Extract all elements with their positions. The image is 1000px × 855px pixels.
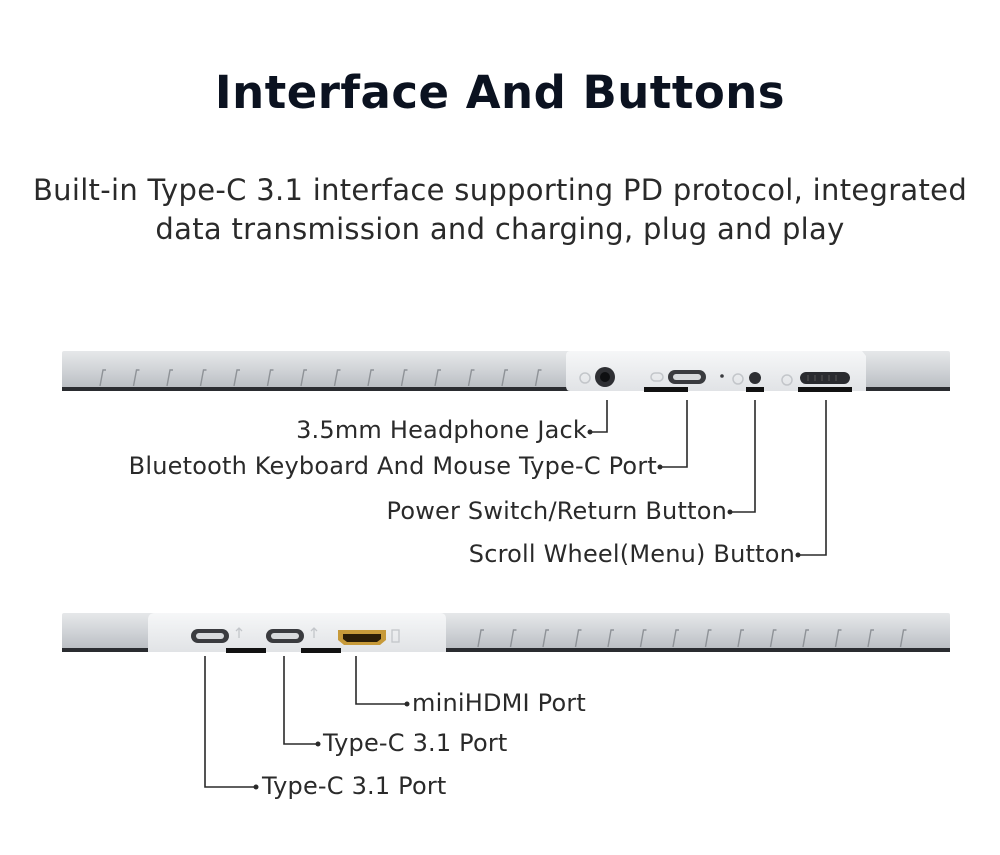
vent-slot [266,369,274,387]
page-title: Interface And Buttons [214,66,786,119]
label-minihdmi-port: miniHDMI Port [412,689,587,717]
vent-slot [467,369,475,387]
vent-slot [132,369,140,387]
indicator-dot [720,374,724,378]
vent-slot [534,369,542,387]
leader-bt-port [660,400,688,468]
label-type-c-port-2: Type-C 3.1 Port [323,729,508,757]
vent-slot [333,369,341,387]
vent-slot [233,369,240,387]
top-device-edge [62,351,950,392]
bt-type-c-port [650,370,706,384]
top-leader-dots [587,429,801,558]
vent-slot [769,629,777,648]
bottom-leader-dots [253,701,410,790]
vent-slot [607,629,614,648]
vent-slot [166,369,173,387]
bottom-leader-lines [204,656,407,788]
vent-slot [99,369,106,387]
top-port-panel [566,351,866,391]
vent-slot [737,629,744,648]
vent-slot [802,629,809,648]
scroll-wheel [781,372,850,386]
vent-slot [434,369,441,387]
vent-slot [367,369,374,387]
top-leader-lines [590,400,827,556]
subtitle-line-1: Built-in Type-C 3.1 interface supporting… [32,173,968,207]
bottom-vent-slots [477,629,907,648]
label-bt-type-c-port: Bluetooth Keyboard And Mouse Type-C Port [128,452,657,480]
vent-slot [639,629,647,648]
leader-scroll [798,400,827,556]
vent-slot [501,369,508,387]
vent-slot [704,629,712,648]
type-c-port-2 [266,627,318,643]
mini-hdmi-port [338,629,400,645]
subtitle-line-2: data transmission and charging, plug and… [155,212,845,246]
leader-typec-1 [204,656,256,788]
leader-power [730,400,756,513]
vent-slot [509,629,517,648]
label-power-button: Power Switch/Return Button [386,497,727,525]
vent-slot [867,629,874,648]
vent-slot [574,629,582,648]
label-scroll-wheel: Scroll Wheel(Menu) Button [468,540,795,568]
label-type-c-port-1: Type-C 3.1 Port [262,772,447,800]
bottom-device-edge [62,613,950,653]
power-button [732,372,761,385]
top-vent-slots [99,369,542,387]
leader-headphone [590,400,608,433]
vent-slot [199,369,207,387]
vent-slot [672,629,679,648]
headphone-jack [579,367,615,387]
leader-minihdmi [355,656,407,705]
vent-slot [899,629,907,648]
label-headphone-jack: 3.5mm Headphone Jack [296,416,587,444]
vent-slot [300,369,307,387]
type-c-port-1 [191,627,243,643]
vent-slot [400,369,408,387]
vent-slot [542,629,549,648]
vent-slot [477,629,484,648]
subtitle: Built-in Type-C 3.1 interface supporting… [10,171,990,249]
leader-typec-2 [283,656,318,745]
vent-slot [834,629,842,648]
